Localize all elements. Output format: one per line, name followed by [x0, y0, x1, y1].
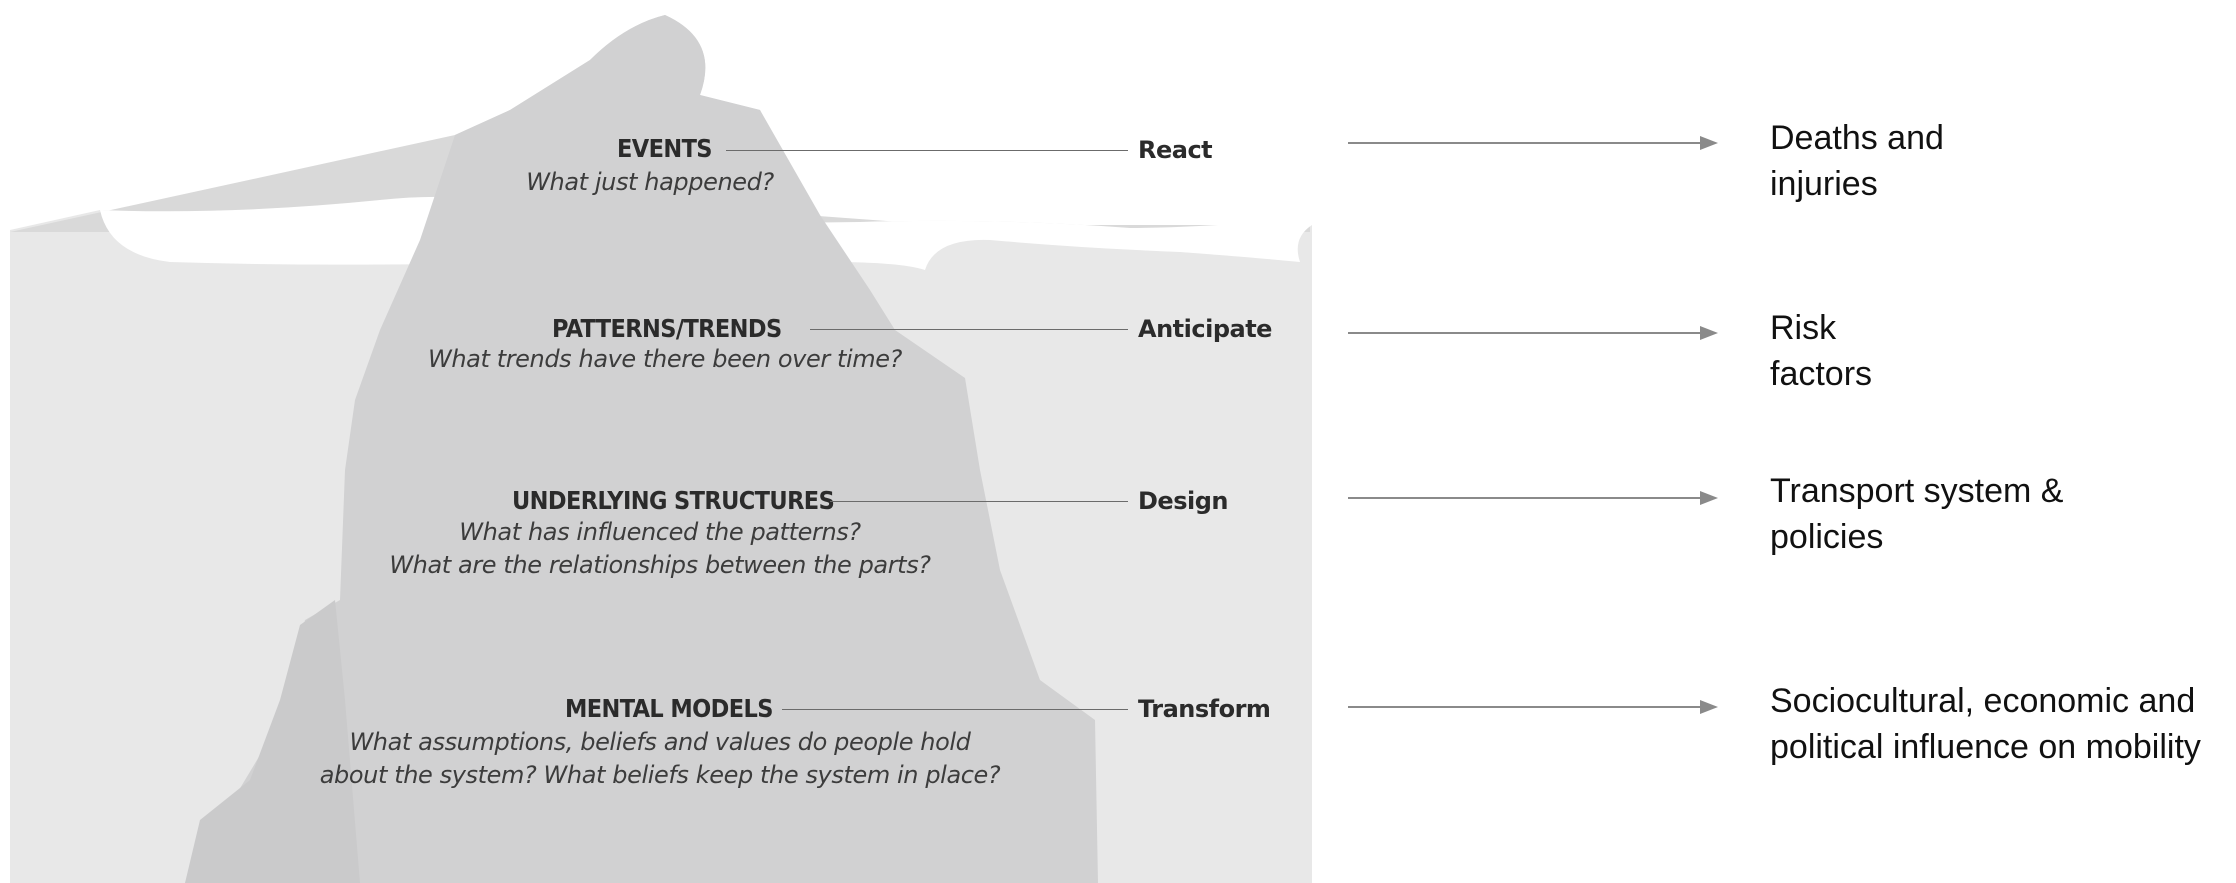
outcome-patterns: Risk factors	[1770, 305, 1872, 397]
level-question-patterns: What trends have there been over time?	[428, 345, 902, 373]
connector-mental-models	[782, 709, 1128, 710]
arrow-events	[1348, 136, 1718, 150]
action-design: Design	[1138, 487, 1228, 515]
connector-events	[726, 150, 1128, 151]
iceberg-left-shoulder	[185, 600, 360, 883]
level-question-events: What just happened?	[526, 168, 774, 196]
level-title-events: EVENTS	[617, 134, 713, 163]
outcome-structures: Transport system & policies	[1770, 468, 2063, 560]
outcome-line: Deaths and	[1770, 119, 1944, 157]
action-react: React	[1138, 136, 1213, 164]
action-anticipate: Anticipate	[1138, 315, 1272, 343]
outcome-line: Transport system &	[1770, 472, 2064, 510]
connector-patterns	[810, 329, 1128, 330]
arrow-mental-models	[1348, 700, 1718, 714]
action-transform: Transform	[1138, 695, 1271, 723]
arrow-structures	[1348, 491, 1718, 505]
question-line: about the system? What beliefs keep the …	[319, 761, 1001, 789]
arrowhead-icon	[1700, 491, 1718, 505]
arrowhead-icon	[1700, 136, 1718, 150]
question-line: What are the relationships between the p…	[389, 551, 931, 579]
question-line: What assumptions, beliefs and values do …	[349, 728, 971, 756]
outcome-events: Deaths and injuries	[1770, 115, 1944, 207]
level-title-patterns: PATTERNS/TRENDS	[552, 314, 782, 343]
iceberg-body	[185, 15, 1098, 883]
outcome-line: policies	[1770, 518, 1884, 556]
arrow-patterns	[1348, 326, 1718, 340]
outcome-line: Sociocultural, economic and	[1770, 682, 2196, 720]
level-title-mental-models: MENTAL MODELS	[565, 694, 773, 723]
level-title-structures: UNDERLYING STRUCTURES	[512, 486, 835, 515]
level-question-structures: What has influenced the patterns? What a…	[360, 516, 960, 582]
outcome-line: injuries	[1770, 165, 1878, 203]
arrowhead-icon	[1700, 326, 1718, 340]
outcome-line: Risk	[1770, 309, 1837, 347]
outcome-line: factors	[1770, 355, 1873, 393]
connector-structures	[830, 501, 1128, 502]
arrowhead-icon	[1700, 700, 1718, 714]
level-question-mental-models: What assumptions, beliefs and values do …	[310, 726, 1010, 792]
question-line: What has influenced the patterns?	[459, 518, 861, 546]
outcome-line: political influence on mobility	[1770, 728, 2201, 766]
outcome-mental-models: Sociocultural, economic and political in…	[1770, 678, 2201, 770]
